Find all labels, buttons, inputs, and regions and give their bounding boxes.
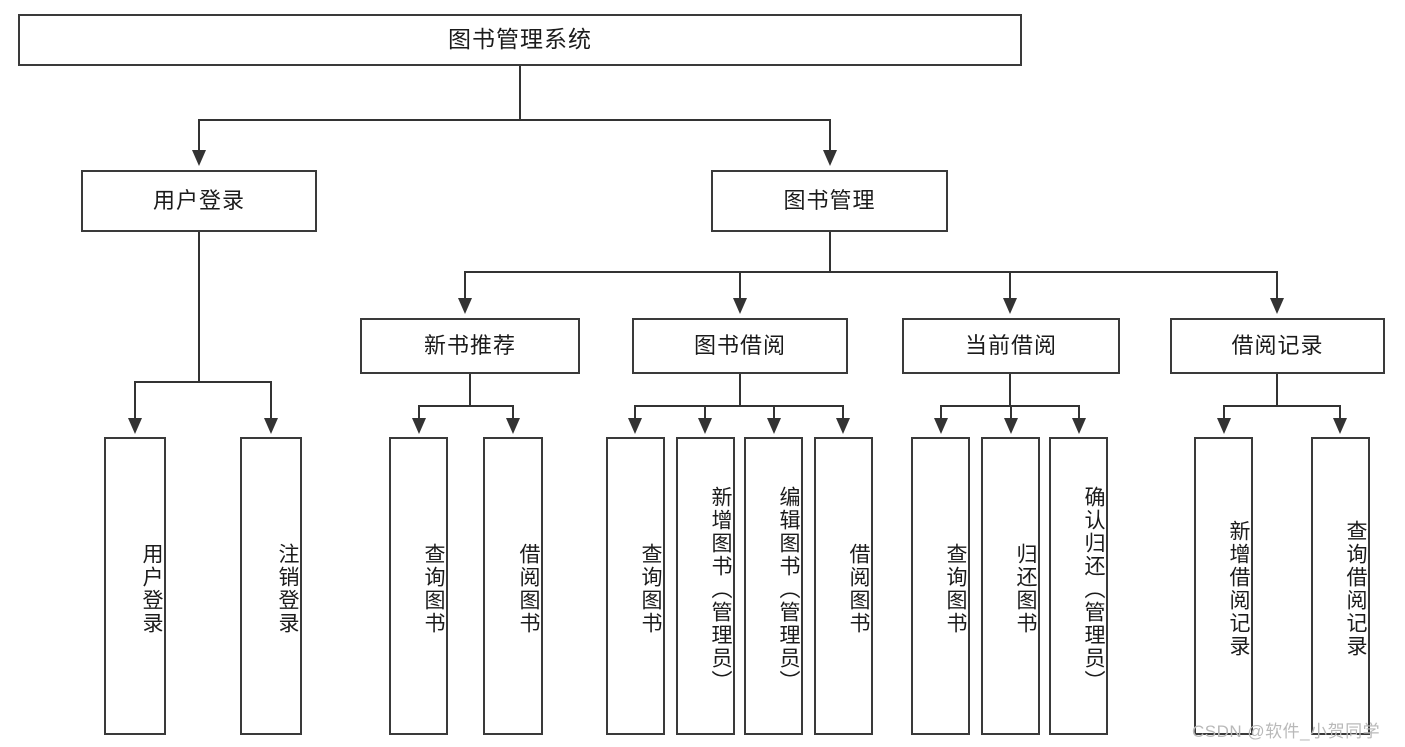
arrowhead-book-manage-to-borrow-record (1270, 298, 1284, 314)
connector-current-borrow-to-leaf-1 (940, 405, 942, 421)
node-book-management[interactable]: 图书管理 (711, 170, 948, 232)
node-label: 新增图书（管理员） (709, 485, 732, 693)
connector-book-manage-to-book-borrow (739, 271, 741, 301)
connector-book-borrow-bus (634, 405, 844, 407)
node-label: 新书推荐 (423, 332, 516, 358)
arrowhead-book-borrow-to-leaf-4 (836, 418, 850, 434)
leaf-node-new-book-borrow-book[interactable]: 借阅图书 (483, 437, 543, 735)
arrowhead-current-borrow-to-leaf-1 (934, 418, 948, 434)
leaf-node-book-borrow-add-book[interactable]: 新增图书（管理员） (676, 437, 735, 735)
node-label: 借阅记录 (1231, 332, 1324, 358)
leaf-node-borrow-record-add-record[interactable]: 新增借阅记录 (1194, 437, 1253, 735)
arrowhead-user-login-to-leaf-1 (128, 418, 142, 434)
connector-root-to-book-manage (829, 119, 831, 153)
connector-user-login-stem (198, 232, 200, 382)
connector-book-borrow-to-leaf-4 (842, 405, 844, 421)
arrowhead-new-book-to-leaf-2 (506, 418, 520, 434)
connector-new-book-stem (469, 374, 471, 406)
node-borrow-record[interactable]: 借阅记录 (1170, 318, 1385, 374)
arrowhead-book-manage-to-new-book (458, 298, 472, 314)
node-label: 图书借阅 (693, 332, 786, 358)
connector-user-login-to-leaf-2 (270, 381, 272, 421)
node-label: 用户登录 (140, 543, 163, 635)
connector-borrow-record-to-leaf-1 (1223, 405, 1225, 421)
leaf-node-current-borrow-query-book[interactable]: 查询图书 (911, 437, 970, 735)
connector-book-manage-to-new-book (464, 271, 466, 301)
arrowhead-new-book-to-leaf-1 (412, 418, 426, 434)
connector-current-borrow-to-leaf-3 (1078, 405, 1080, 421)
node-label: 查询图书 (639, 543, 662, 635)
connector-borrow-record-stem (1276, 374, 1278, 406)
connector-root-bus (198, 119, 831, 121)
node-current-borrow[interactable]: 当前借阅 (902, 318, 1120, 374)
connector-book-manage-to-borrow-record (1276, 271, 1278, 301)
arrowhead-book-borrow-to-leaf-1 (628, 418, 642, 434)
node-label: 查询图书 (422, 543, 445, 635)
node-label: 注销登录 (276, 543, 299, 635)
arrowhead-book-manage-to-current-borrow (1003, 298, 1017, 314)
connector-book-borrow-to-leaf-3 (773, 405, 775, 421)
arrowhead-user-login-to-leaf-2 (264, 418, 278, 434)
connector-current-borrow-stem (1009, 374, 1011, 406)
leaf-node-current-borrow-return-book[interactable]: 归还图书 (981, 437, 1040, 735)
connector-book-borrow-to-leaf-1 (634, 405, 636, 421)
arrowhead-book-borrow-to-leaf-2 (698, 418, 712, 434)
connector-book-manage-stem (829, 232, 831, 272)
connector-new-book-to-leaf-1 (418, 405, 420, 421)
connector-book-manage-to-current-borrow (1009, 271, 1011, 301)
csdn-watermark: CSDN @软件_小贺同学 (1192, 722, 1381, 741)
connector-book-manage-bus (464, 271, 1278, 273)
node-new-book-recommend[interactable]: 新书推荐 (360, 318, 580, 374)
node-label: 借阅图书 (847, 543, 870, 635)
leaf-node-user-login[interactable]: 用户登录 (104, 437, 166, 735)
node-user-login[interactable]: 用户登录 (81, 170, 317, 232)
node-book-borrow[interactable]: 图书借阅 (632, 318, 848, 374)
leaf-node-new-book-query-book[interactable]: 查询图书 (389, 437, 448, 735)
arrowhead-root-to-user-login (192, 150, 206, 166)
node-label: 当前借阅 (964, 332, 1057, 358)
connector-root-to-user-login (198, 119, 200, 153)
arrowhead-root-to-book-manage (823, 150, 837, 166)
connector-user-login-bus (134, 381, 270, 383)
leaf-node-book-borrow-borrow-book[interactable]: 借阅图书 (814, 437, 873, 735)
arrowhead-book-borrow-to-leaf-3 (767, 418, 781, 434)
connector-new-book-bus (418, 405, 514, 407)
node-label: 归还图书 (1014, 543, 1037, 635)
connector-current-borrow-to-leaf-2 (1010, 405, 1012, 421)
arrowhead-current-borrow-to-leaf-3 (1072, 418, 1086, 434)
connector-borrow-record-bus (1223, 405, 1341, 407)
connector-borrow-record-to-leaf-2 (1339, 405, 1341, 421)
node-label: 借阅图书 (517, 543, 540, 635)
arrowhead-current-borrow-to-leaf-2 (1004, 418, 1018, 434)
node-label: 用户登录 (152, 187, 245, 213)
node-label: 查询借阅记录 (1344, 520, 1367, 658)
connector-book-borrow-stem (739, 374, 741, 406)
node-label: 图书管理系统 (448, 26, 592, 53)
leaf-node-current-borrow-confirm-return[interactable]: 确认归还（管理员） (1049, 437, 1108, 735)
connector-new-book-to-leaf-2 (512, 405, 514, 421)
connector-user-login-to-leaf-1 (134, 381, 136, 421)
leaf-node-book-borrow-query-book[interactable]: 查询图书 (606, 437, 665, 735)
leaf-node-book-borrow-edit-book[interactable]: 编辑图书（管理员） (744, 437, 803, 735)
leaf-node-logout[interactable]: 注销登录 (240, 437, 302, 735)
arrowhead-borrow-record-to-leaf-2 (1333, 418, 1347, 434)
node-root-book-management-system[interactable]: 图书管理系统 (18, 14, 1022, 66)
node-label: 图书管理 (783, 187, 876, 213)
arrowhead-book-manage-to-book-borrow (733, 298, 747, 314)
leaf-node-borrow-record-query-record[interactable]: 查询借阅记录 (1311, 437, 1370, 735)
node-label: 编辑图书（管理员） (777, 485, 800, 693)
node-label: 确认归还（管理员） (1082, 485, 1105, 693)
connector-root-stem (519, 66, 521, 120)
connector-book-borrow-to-leaf-2 (704, 405, 706, 421)
node-label: 查询图书 (944, 543, 967, 635)
node-label: 新增借阅记录 (1227, 520, 1250, 658)
arrowhead-borrow-record-to-leaf-1 (1217, 418, 1231, 434)
